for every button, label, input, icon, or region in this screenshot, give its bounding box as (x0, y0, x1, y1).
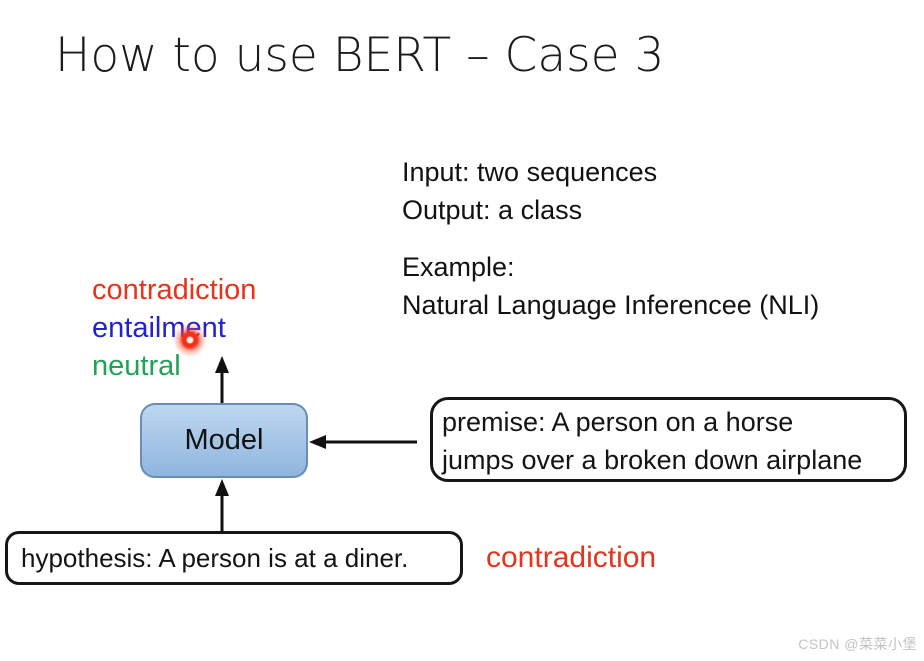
output-class-entailment: entailment (92, 312, 226, 344)
hypothesis-text: hypothesis: A person is at a diner. (21, 542, 409, 573)
task-description: Input: two sequences Output: a class Exa… (402, 153, 819, 324)
watermark: CSDN @菜菜小堡 (798, 636, 917, 652)
hypothesis-box: hypothesis: A person is at a diner. (5, 531, 463, 585)
task-output-line: Output: a class (402, 195, 583, 225)
prediction-label: contradiction (486, 541, 657, 574)
task-input-line: Input: two sequences (402, 157, 658, 187)
slide-title: How to use BERT – Case 3 (55, 28, 665, 83)
task-example-name: Natural Language Inferencee (NLI) (402, 290, 820, 320)
premise-line-1: premise: A person on a horse (442, 407, 794, 437)
output-class-neutral: neutral (92, 350, 181, 382)
model-box-label: Model (184, 424, 264, 456)
premise-box: premise: A person on a horse jumps over … (430, 397, 907, 482)
premise-line-2: jumps over a broken down airplane (442, 445, 863, 475)
output-class-list: contradiction entailment neutral (92, 271, 256, 385)
paragraph-gap (402, 229, 819, 248)
output-class-contradiction: contradiction (92, 274, 257, 306)
arrow-hypothesis-to-model-icon (215, 479, 229, 531)
model-box: Model (140, 403, 308, 478)
arrow-premise-to-model-icon (309, 435, 417, 449)
task-example-heading: Example: (402, 252, 515, 282)
